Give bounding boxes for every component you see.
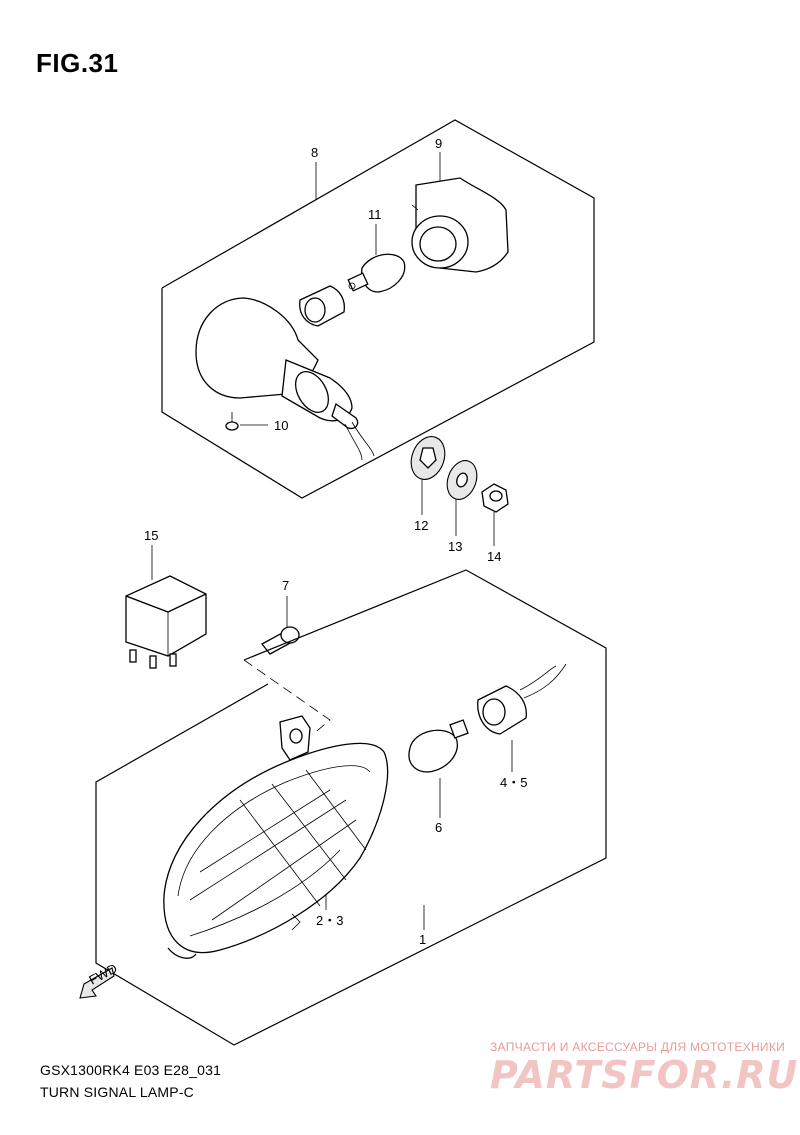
callout-4-5: 4・5 <box>500 775 527 790</box>
part-13-washer <box>446 460 478 500</box>
part-8-signal-body <box>195 282 375 461</box>
callout-6: 6 <box>435 820 442 835</box>
part-1-front-lens <box>163 715 389 959</box>
part-12-grommet <box>410 436 446 480</box>
callout-1: 1 <box>419 932 426 947</box>
part-14-nut <box>481 483 509 513</box>
callout-15: 15 <box>144 528 158 543</box>
callout-14: 14 <box>487 549 501 564</box>
callout-7: 7 <box>282 578 289 593</box>
upper-leaders <box>240 152 495 546</box>
part-11-bulb <box>347 253 406 293</box>
watermark-tagline: ЗАПЧАСТИ И АКСЕССУАРЫ ДЛЯ МОТОТЕХНИКИ <box>490 1040 786 1054</box>
part-9-lens-housing <box>411 177 509 273</box>
callout-12: 12 <box>414 518 428 533</box>
callout-8: 8 <box>311 145 318 160</box>
callout-13: 13 <box>448 539 462 554</box>
callout-9: 9 <box>435 136 442 151</box>
diagram-name: TURN SIGNAL LAMP-C <box>40 1084 194 1100</box>
callout-2-3: 2・3 <box>316 913 343 928</box>
figure-title: FIG.31 <box>36 48 119 78</box>
lower-assembly-frame <box>95 569 607 1046</box>
part-6-bulb <box>408 719 469 773</box>
callout-11: 11 <box>368 207 382 222</box>
watermark-brand-logo: PARTSFOR.RU <box>490 1053 799 1097</box>
fwd-arrow-icon: FWD <box>79 961 120 999</box>
upper-assembly-frame <box>161 119 595 499</box>
callout-10: 10 <box>274 418 288 433</box>
part-4-5-socket <box>477 663 567 735</box>
part-15-relay <box>125 545 207 669</box>
part-10-screw <box>225 412 239 431</box>
model-code: GSX1300RK4 E03 E28_031 <box>40 1062 222 1078</box>
